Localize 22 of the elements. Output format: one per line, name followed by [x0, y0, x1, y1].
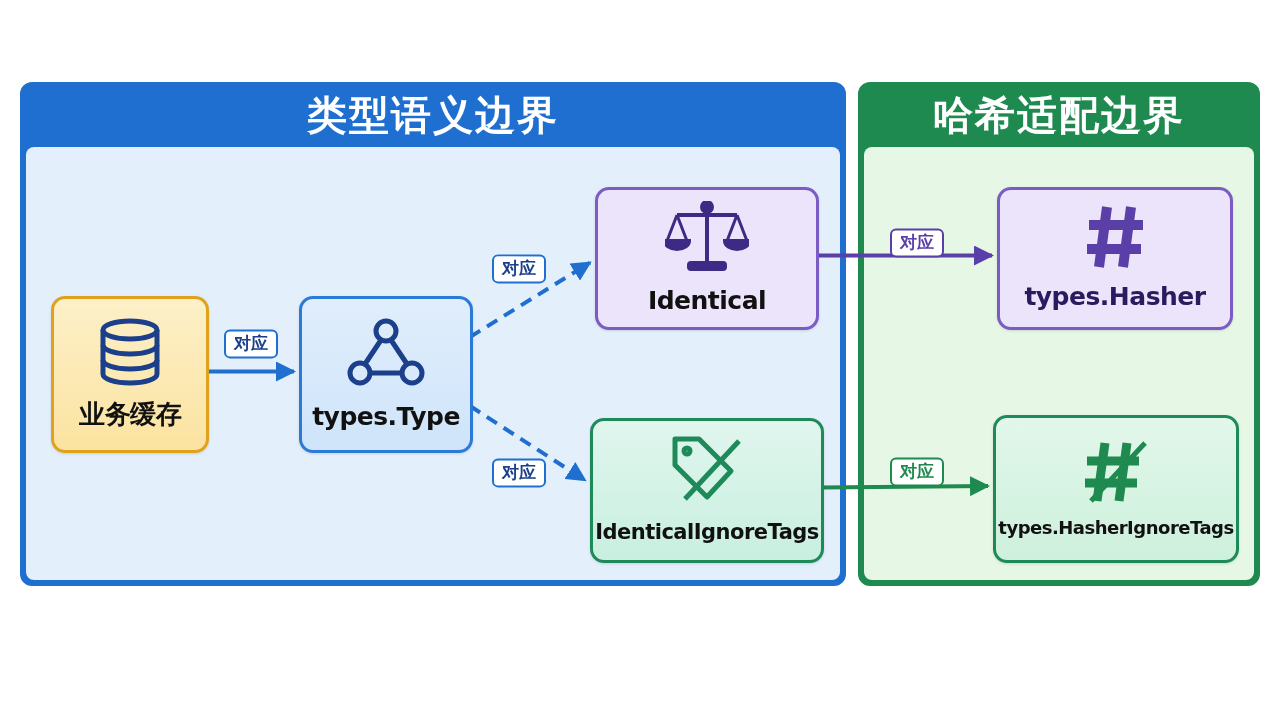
edge-label: 对应: [890, 228, 944, 258]
node-label: types.HasherIgnoreTags: [998, 516, 1234, 540]
arrow: [206, 361, 296, 382]
boundary-panel: [20, 82, 846, 586]
node-label: Identical: [647, 284, 767, 317]
node-label: types.Type: [312, 400, 460, 433]
edge-label: 对应: [492, 458, 546, 488]
identical-ignore-tags-box: [590, 418, 824, 563]
hasher-ignore-tags-box: [993, 415, 1239, 563]
edge-label: 对应: [492, 254, 546, 284]
type-box: [299, 296, 473, 453]
edge-label: 对应: [890, 457, 944, 487]
node-label: IdenticalIgnoreTags: [595, 519, 819, 546]
node-label: types.Hasher: [1024, 280, 1206, 313]
edge-label: 对应: [224, 329, 278, 359]
node-label: 业务缓存: [79, 398, 181, 431]
identical-box: [595, 187, 819, 330]
hasher-box: [997, 187, 1233, 330]
cache-box: [51, 296, 209, 453]
boundary-panel: [858, 82, 1260, 586]
panel-title: 类型语义边界: [306, 92, 560, 139]
panel-title: 哈希适配边界: [932, 92, 1186, 139]
